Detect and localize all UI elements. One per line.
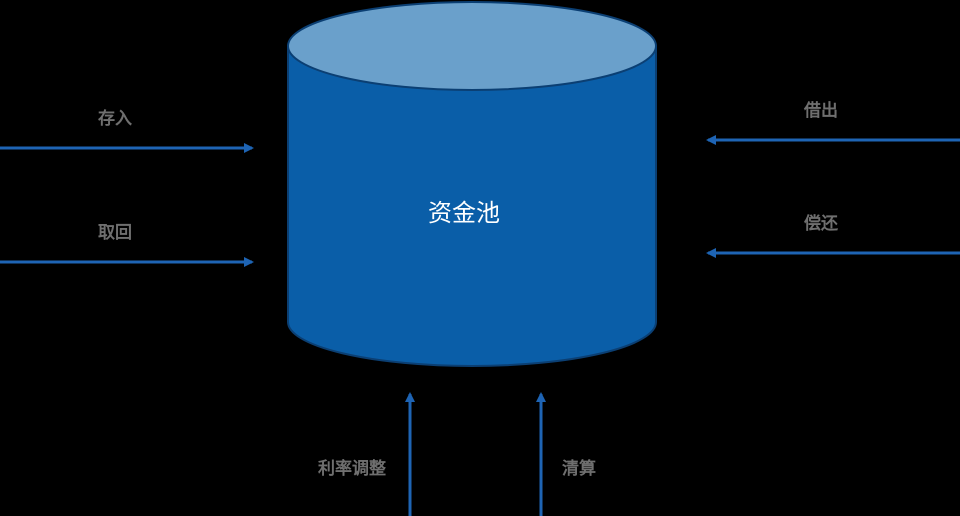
pool-label: 资金池 bbox=[428, 199, 500, 227]
label-withdraw: 取回 bbox=[98, 223, 132, 243]
label-liquidation: 清算 bbox=[562, 459, 596, 479]
cylinder-body bbox=[287, 45, 657, 367]
label-borrow: 借出 bbox=[804, 101, 838, 121]
pool-cylinder bbox=[287, 1, 657, 367]
label-deposit: 存入 bbox=[98, 109, 132, 129]
label-repay: 偿还 bbox=[804, 214, 838, 234]
cylinder-top bbox=[287, 1, 657, 91]
label-rate-adjust: 利率调整 bbox=[318, 459, 386, 479]
